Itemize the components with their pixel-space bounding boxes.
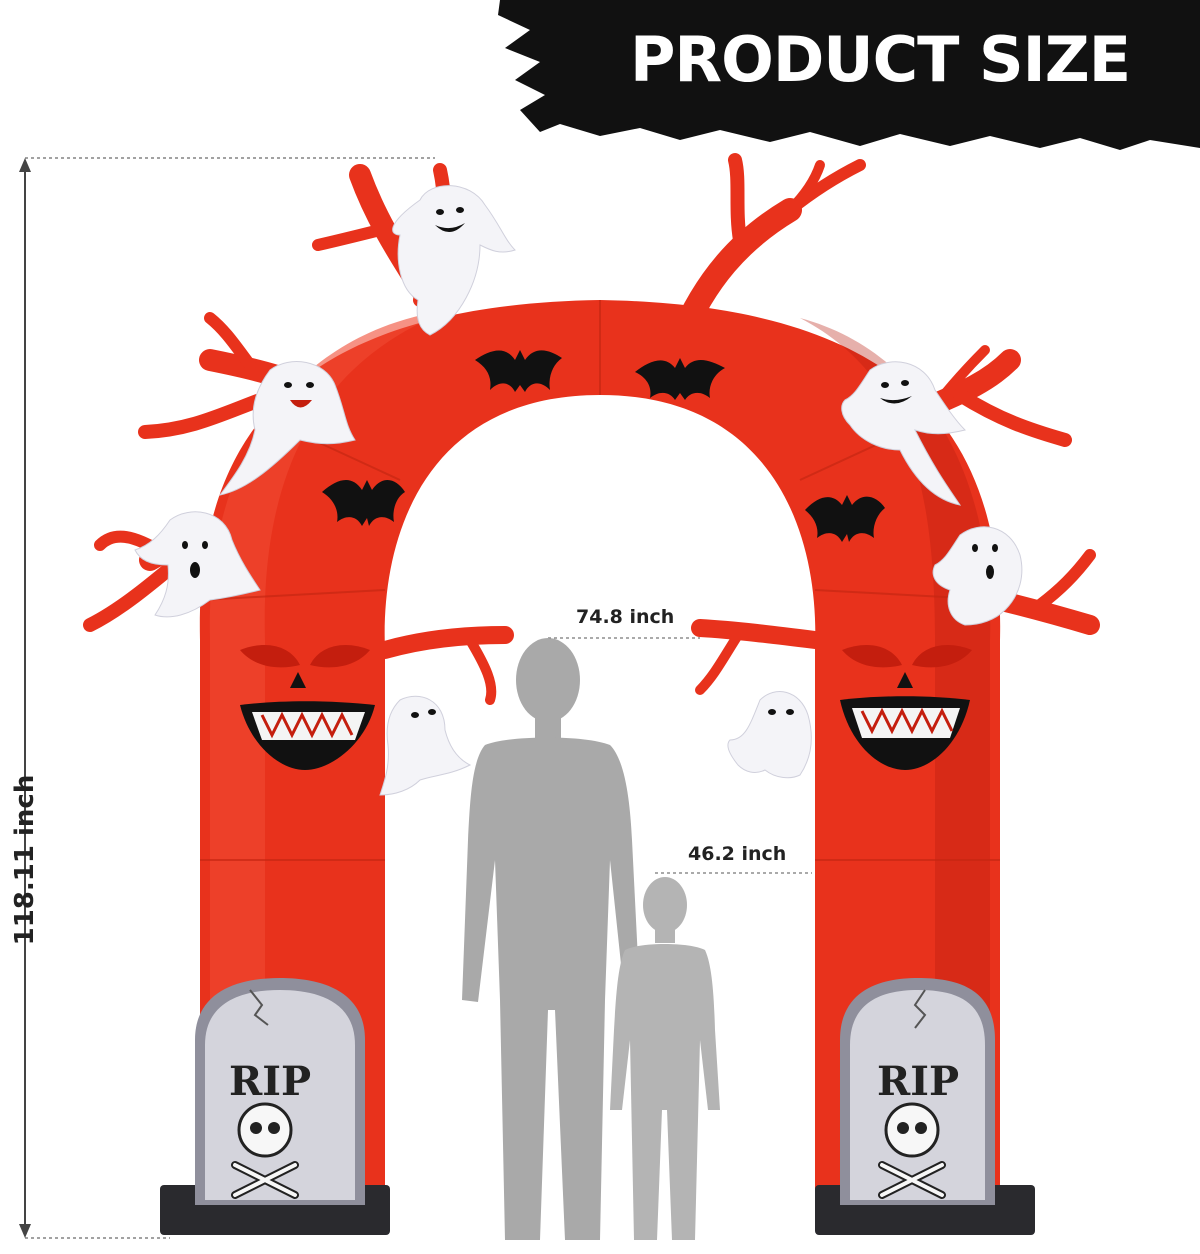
banner-title: PRODUCT SIZE xyxy=(629,23,1131,96)
bat-decorations xyxy=(322,350,885,542)
leg-gap-width-label: 46.2 inch xyxy=(682,843,793,865)
right-tombstone-text: RIP xyxy=(877,1058,959,1105)
left-tombstone-text: RIP xyxy=(229,1058,311,1105)
child-silhouette xyxy=(610,877,720,1240)
adult-silhouette xyxy=(462,638,640,1240)
right-tombstone: RIP xyxy=(815,978,1035,1235)
ghost-decorations xyxy=(134,185,1023,796)
right-tree-face xyxy=(840,645,972,770)
arch-width-label: 74.8 inch xyxy=(570,606,681,628)
ghost-faces xyxy=(182,207,998,718)
banner-brush xyxy=(498,0,1200,150)
height-dimension-line xyxy=(19,157,435,1239)
left-tombstone: RIP xyxy=(160,978,390,1235)
width-dimension-lines xyxy=(548,637,812,874)
height-dimension-label: 118.11 inch xyxy=(10,774,40,946)
left-tree-face xyxy=(240,645,375,770)
